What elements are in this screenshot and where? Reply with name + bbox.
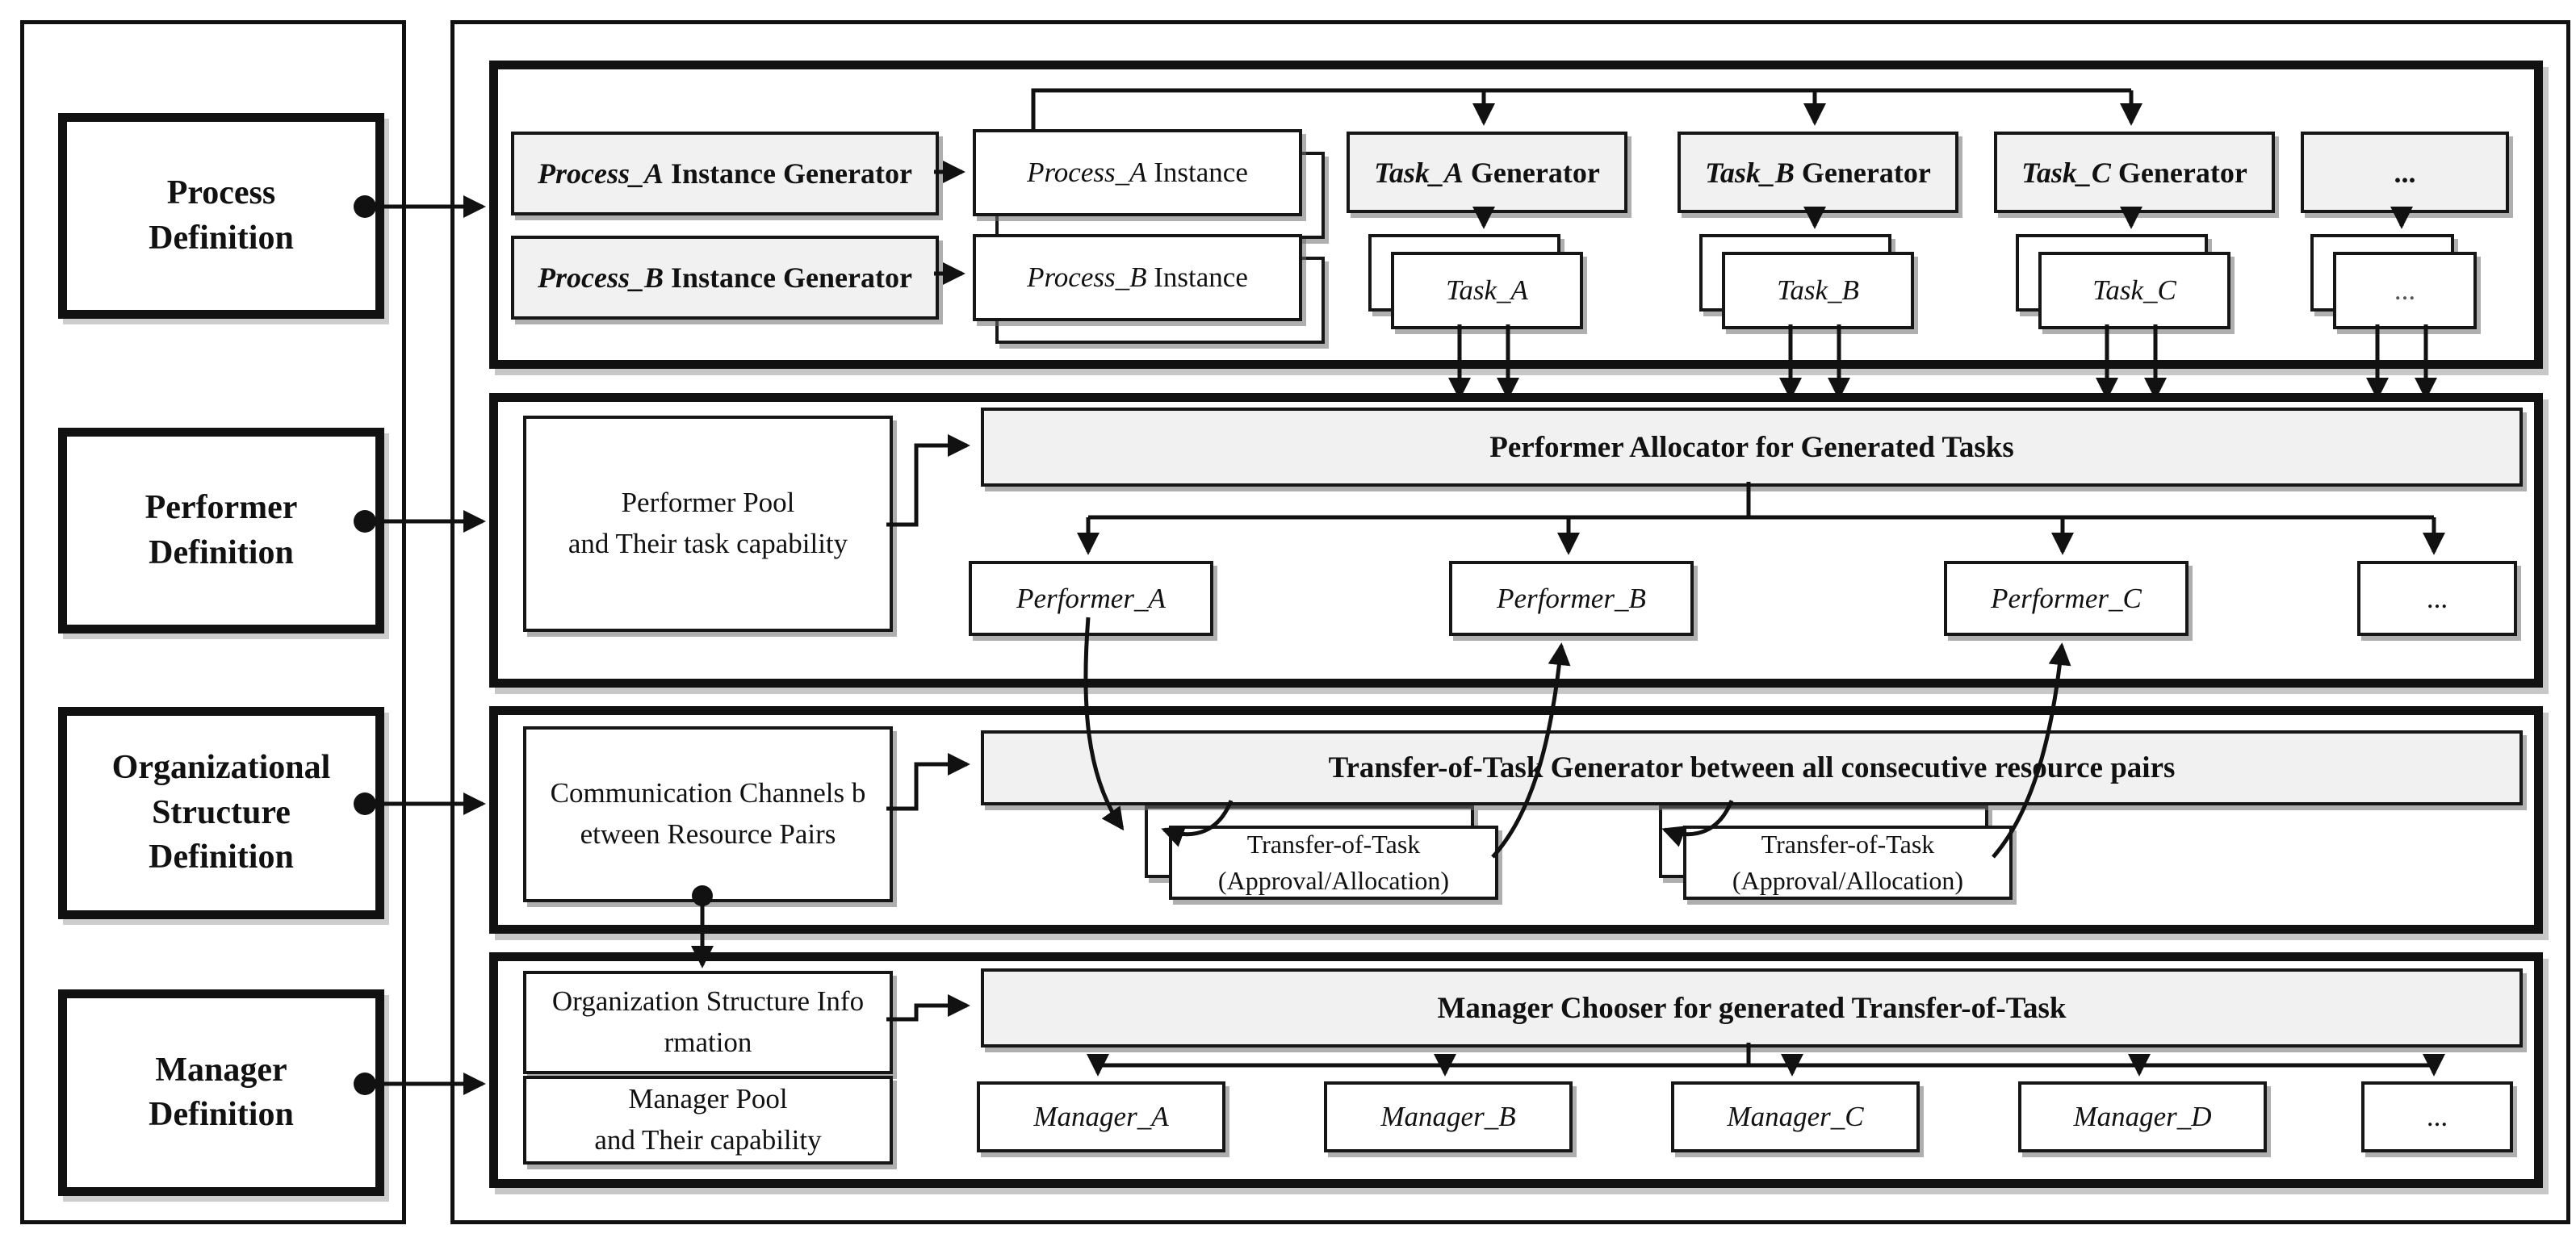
org-structure-info-box: Organization Structure Info rmation [523,971,893,1074]
communication-channels-line2: etween Resource Pairs [580,818,836,850]
transfer-1-line1: Transfer-of-Task [1246,830,1421,859]
process-a-gen-rest: Instance Generator [664,157,912,190]
manager-definition-label: Manager [155,1051,287,1089]
manager-chooser-title: Manager Chooser for generated Transfer-o… [1437,991,2067,1025]
process-b-instance-rest: Instance [1146,261,1248,293]
performer-pool-line2: and Their task capability [568,528,848,559]
org-structure-definition-label: Organizational [111,749,331,787]
task-a-box: Task_A [1391,252,1583,329]
manager-a-label: Manager_A [1033,1101,1169,1132]
process-definition-label: Process [166,174,276,212]
task-b-box: Task_B [1722,252,1914,329]
transfer-generator-bar: Transfer-of-Task Generator between all c… [981,730,2523,805]
task-more-generator: ... [2301,132,2509,213]
task-c-gen-name: Task_C [2021,156,2111,189]
performer-allocator-title: Performer Allocator for Generated Tasks [1489,430,2014,464]
process-b-instance-generator: Process_B Instance Generator [511,236,939,320]
performer-allocator-bar: Performer Allocator for Generated Tasks [981,408,2523,487]
task-a-gen-rest: Generator [1463,156,1600,189]
task-a-generator: Task_A Generator [1347,132,1627,213]
performer-definition-label-2: Definition [149,533,294,571]
transfer-generator-title: Transfer-of-Task Generator between all c… [1328,751,2176,784]
performer-definition-label: Performer [145,489,298,527]
manager-more-label: ... [2426,1101,2448,1132]
process-b-gen-rest: Instance Generator [664,261,912,294]
task-more-gen-label: ... [2394,156,2416,189]
performer-more-box: ... [2357,561,2517,636]
manager-a-box: Manager_A [977,1081,1225,1152]
task-more-box: ... [2333,252,2477,329]
manager-chooser-bar: Manager Chooser for generated Transfer-o… [981,968,2523,1048]
process-a-instance-box: Process_A Instance [973,129,1302,216]
manager-c-box: Manager_C [1671,1081,1920,1152]
performer-c-box: Performer_C [1944,561,2189,636]
process-a-instance-rest: Instance [1146,157,1248,188]
manager-d-box: Manager_D [2018,1081,2267,1152]
manager-pool-line1: Manager Pool [628,1083,788,1115]
process-a-gen-name: Process_A [538,157,664,190]
performer-a-box: Performer_A [969,561,1213,636]
process-definition-label-2: Definition [149,219,294,257]
transfer-2-line2: (Approval/Allocation) [1732,866,1964,895]
manager-b-box: Manager_B [1324,1081,1573,1152]
performer-more-label: ... [2426,582,2448,614]
performer-pool-line1: Performer Pool [621,487,795,519]
task-c-label: Task_C [2092,274,2176,306]
process-b-instance-name: Process_B [1027,261,1147,293]
org-structure-info-line2: rmation [664,1027,752,1058]
performer-a-label: Performer_A [1016,582,1166,614]
org-structure-definition-label-3: Definition [149,838,294,876]
transfer-2-line1: Transfer-of-Task [1761,830,1935,859]
manager-b-label: Manager_B [1380,1101,1516,1132]
task-c-generator: Task_C Generator [1994,132,2275,213]
transfer-1-line2: (Approval/Allocation) [1217,866,1450,895]
communication-channels-box: Communication Channels b etween Resource … [523,726,893,902]
process-b-instance-box: Process_B Instance [973,234,1302,321]
manager-pool-line2: and Their capability [594,1124,822,1156]
transfer-1-box: Transfer-of-Task (Approval/Allocation) [1169,826,1498,900]
manager-c-label: Manager_C [1727,1101,1864,1132]
task-a-gen-name: Task_A [1374,156,1464,189]
task-c-gen-rest: Generator [2110,156,2247,189]
task-b-gen-rest: Generator [1794,156,1931,189]
task-c-box: Task_C [2038,252,2230,329]
performer-c-label: Performer_C [1991,582,2142,614]
task-b-generator: Task_B Generator [1678,132,1958,213]
task-a-label: Task_A [1446,274,1528,306]
org-structure-info-line1: Organization Structure Info [551,985,865,1018]
org-structure-definition-label-2: Structure [152,793,291,831]
process-a-instance-generator: Process_A Instance Generator [511,132,939,215]
transfer-2-box: Transfer-of-Task (Approval/Allocation) [1683,826,2013,900]
manager-d-label: Manager_D [2073,1101,2212,1132]
task-b-label: Task_B [1777,274,1859,306]
performer-b-label: Performer_B [1497,582,1646,614]
performer-pool-box: Performer Pool and Their task capability [523,416,893,632]
process-b-gen-name: Process_B [538,261,664,294]
process-a-instance-name: Process_A [1027,157,1147,188]
manager-more-box: ... [2361,1081,2513,1152]
manager-definition-label-2: Definition [149,1096,294,1133]
manager-pool-box: Manager Pool and Their capability [523,1076,893,1165]
task-b-gen-name: Task_B [1705,156,1795,189]
performer-b-box: Performer_B [1449,561,1694,636]
task-more-label: ... [2394,274,2416,306]
communication-channels-line1: Communication Channels b [550,777,866,809]
